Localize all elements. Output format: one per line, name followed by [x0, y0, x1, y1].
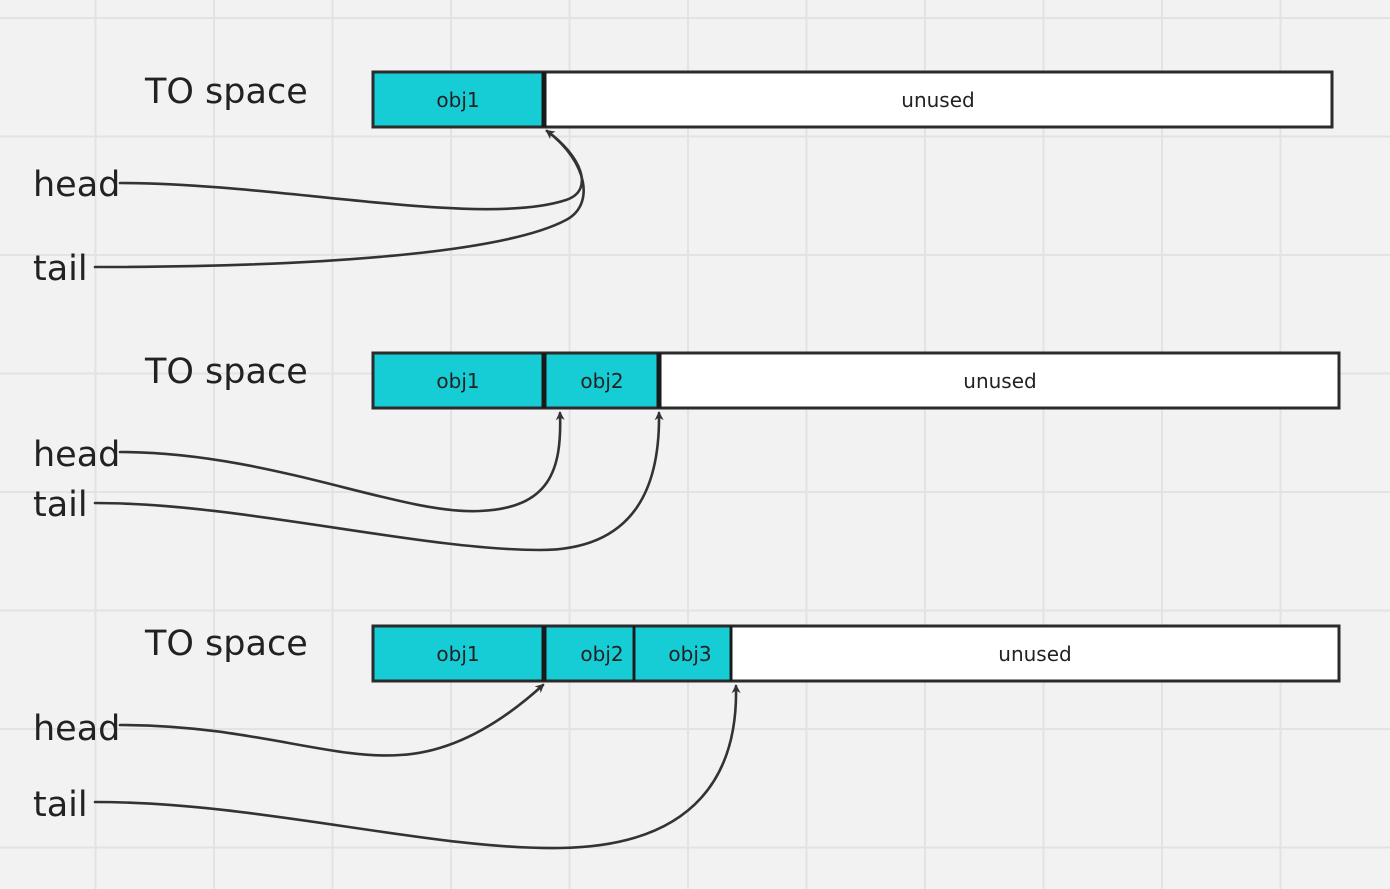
- head-pointer-arrow: [118, 129, 584, 211]
- cell-label: unused: [963, 369, 1036, 393]
- head-pointer-arrow: [118, 411, 565, 513]
- cell-label: obj3: [668, 642, 711, 666]
- unused-cell: [542, 70, 1334, 129]
- tail-pointer-arrow: [93, 129, 585, 269]
- object-cell-obj1: [371, 70, 546, 129]
- head-pointer-arrow: [118, 683, 545, 757]
- panel-2: TO space obj1 obj2 unused head tail: [33, 351, 1341, 552]
- panel-1: TO space obj1 unused head tail: [33, 70, 1334, 289]
- unused-cell: [657, 351, 1341, 410]
- head-pointer-label: head: [33, 709, 120, 749]
- tail-pointer-label: tail: [33, 785, 88, 825]
- object-cell-obj1: [371, 624, 546, 683]
- panel-label: TO space: [144, 72, 308, 112]
- head-pointer-label: head: [33, 165, 120, 205]
- panel-3: TO space obj1 obj2 obj3 unused head tail: [33, 624, 1341, 850]
- cell-label: obj1: [436, 88, 479, 112]
- memory-bar: obj1 obj2 obj3 unused: [371, 624, 1341, 683]
- panel-label: TO space: [144, 624, 308, 664]
- tail-pointer-arrow: [93, 411, 664, 552]
- head-pointer-label: head: [33, 435, 120, 475]
- cell-label: unused: [998, 642, 1071, 666]
- tail-pointer-label: tail: [33, 249, 88, 289]
- unused-cell: [729, 624, 1341, 683]
- cell-label: obj1: [436, 642, 479, 666]
- cell-label: obj2: [580, 369, 623, 393]
- memory-bar: obj1 obj2 unused: [371, 351, 1341, 410]
- tail-pointer-arrow: [93, 684, 741, 850]
- memory-bar: obj1 unused: [371, 70, 1334, 129]
- panel-label: TO space: [144, 352, 308, 392]
- cell-label: obj2: [580, 642, 623, 666]
- tail-pointer-label: tail: [33, 485, 88, 525]
- cell-label: unused: [901, 88, 974, 112]
- cell-label: obj1: [436, 369, 479, 393]
- object-cell-obj1: [371, 351, 546, 410]
